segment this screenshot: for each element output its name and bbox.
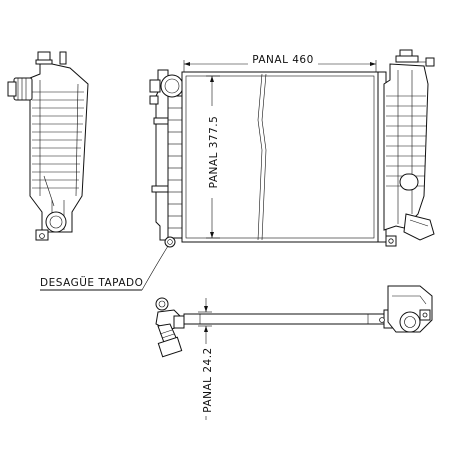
upper-inlet-circle [160, 74, 184, 98]
left-inlet-spigot [7, 77, 33, 101]
height-dimension: PANAL 377.5 [205, 75, 221, 239]
bottom-view [155, 285, 433, 358]
drain-plug [164, 236, 176, 248]
bottom-outlet-circle [45, 211, 67, 233]
left-expansion-tank [29, 51, 89, 241]
right-expansion-tank [383, 49, 435, 247]
drain-callout-label: DESAGÜE TAPADO [40, 276, 143, 289]
width-dimension-label: PANAL 460 [252, 54, 314, 66]
radiator-core [149, 69, 387, 248]
height-dimension-label: PANAL 377.5 [208, 116, 220, 189]
thickness-dimension: PANAL 24.2 [198, 298, 215, 420]
tank-window [399, 173, 419, 191]
core-tube [183, 313, 385, 325]
drain-callout: DESAGÜE TAPADO [40, 245, 169, 291]
thickness-dimension-label: PANAL 24.2 [202, 347, 214, 412]
width-dimension: PANAL 460 [183, 53, 377, 72]
